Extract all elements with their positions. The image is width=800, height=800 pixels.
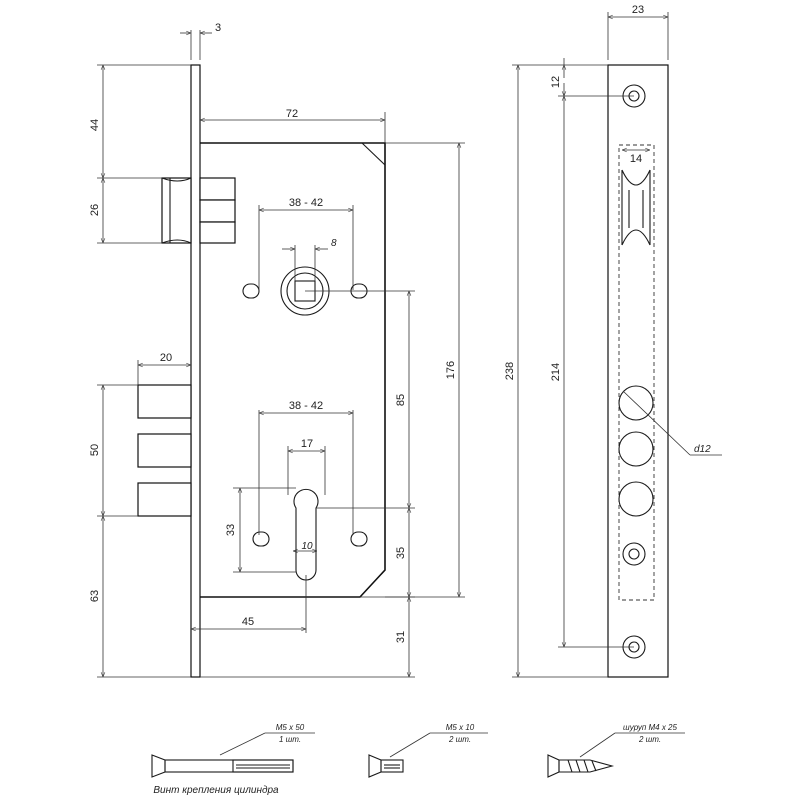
dim-bottom-to-bolt: 63 [89,590,101,602]
faceplate-screw-middle [622,542,646,566]
dim-faceplate-width: 23 [632,4,644,16]
screw-3: шуруп М4 х 25 2 шт. [547,723,685,778]
front-dimensions: 3 44 26 72 38 - 42 8 [89,22,465,678]
screw-1-caption: Винт крепления цилиндра [153,785,279,796]
screw-1-spec: M5 x 50 [276,723,305,732]
screw-3-qty: 2 шт. [638,735,661,744]
dim-bolt-hole-dia: d12 [694,444,711,455]
dim-top-to-latch: 44 [89,119,101,131]
faceplate-latch [621,169,651,246]
dim-cylinder-spacing: 38 - 42 [289,400,323,412]
bolt-hole-1 [618,385,654,421]
screw-1: M5 x 50 1 шт. Винт крепления цилиндра [151,723,315,796]
dim-plate-thickness: 3 [215,22,221,34]
dim-bolt-span: 50 [89,444,101,456]
latch-window [618,144,655,601]
screw-2-spec: M5 x 10 [446,723,475,732]
latch-bolt [161,177,236,244]
cylinder-cutout [252,488,368,581]
dim-screw-centres: 214 [550,363,562,381]
dim-backset-cylinder: 45 [242,616,254,628]
faceplate [607,64,669,678]
dim-bolt-throw: 20 [160,352,172,364]
dim-latch-window-width: 14 [630,153,642,165]
dim-body-height: 176 [445,361,457,379]
bolt-hole-2 [618,431,654,467]
faceplate-view: 23 14 238 214 12 d12 [504,4,722,678]
dim-body-bottom-to-plate: 31 [395,631,407,643]
screw-1-qty: 1 шт. [279,735,301,744]
screw-2-qty: 2 шт. [448,735,471,744]
dim-spindle-square: 8 [331,238,337,249]
dim-cylinder-width: 17 [301,438,313,450]
faceplate-side [190,64,201,678]
lock-body [200,142,386,598]
dim-body-backset: 72 [286,108,298,120]
dim-cylinder-to-bottom: 35 [395,547,407,559]
dead-bolts [137,384,192,517]
dim-cylinder-pin: 10 [301,541,313,552]
dim-latch-height: 26 [89,204,101,216]
dim-plate-height: 238 [504,362,516,380]
screw-2: M5 x 10 2 шт. [368,723,488,778]
dim-centre-distance: 85 [395,394,407,406]
dim-cylinder-hole-height: 33 [225,524,237,536]
dim-spindle-spacing: 38 - 42 [289,197,323,209]
front-view: 3 44 26 72 38 - 42 8 [89,22,465,678]
screw-3-spec: шуруп М4 х 25 [623,723,677,732]
dim-top-screw-offset: 12 [550,76,562,88]
bolt-hole-3 [618,481,654,517]
